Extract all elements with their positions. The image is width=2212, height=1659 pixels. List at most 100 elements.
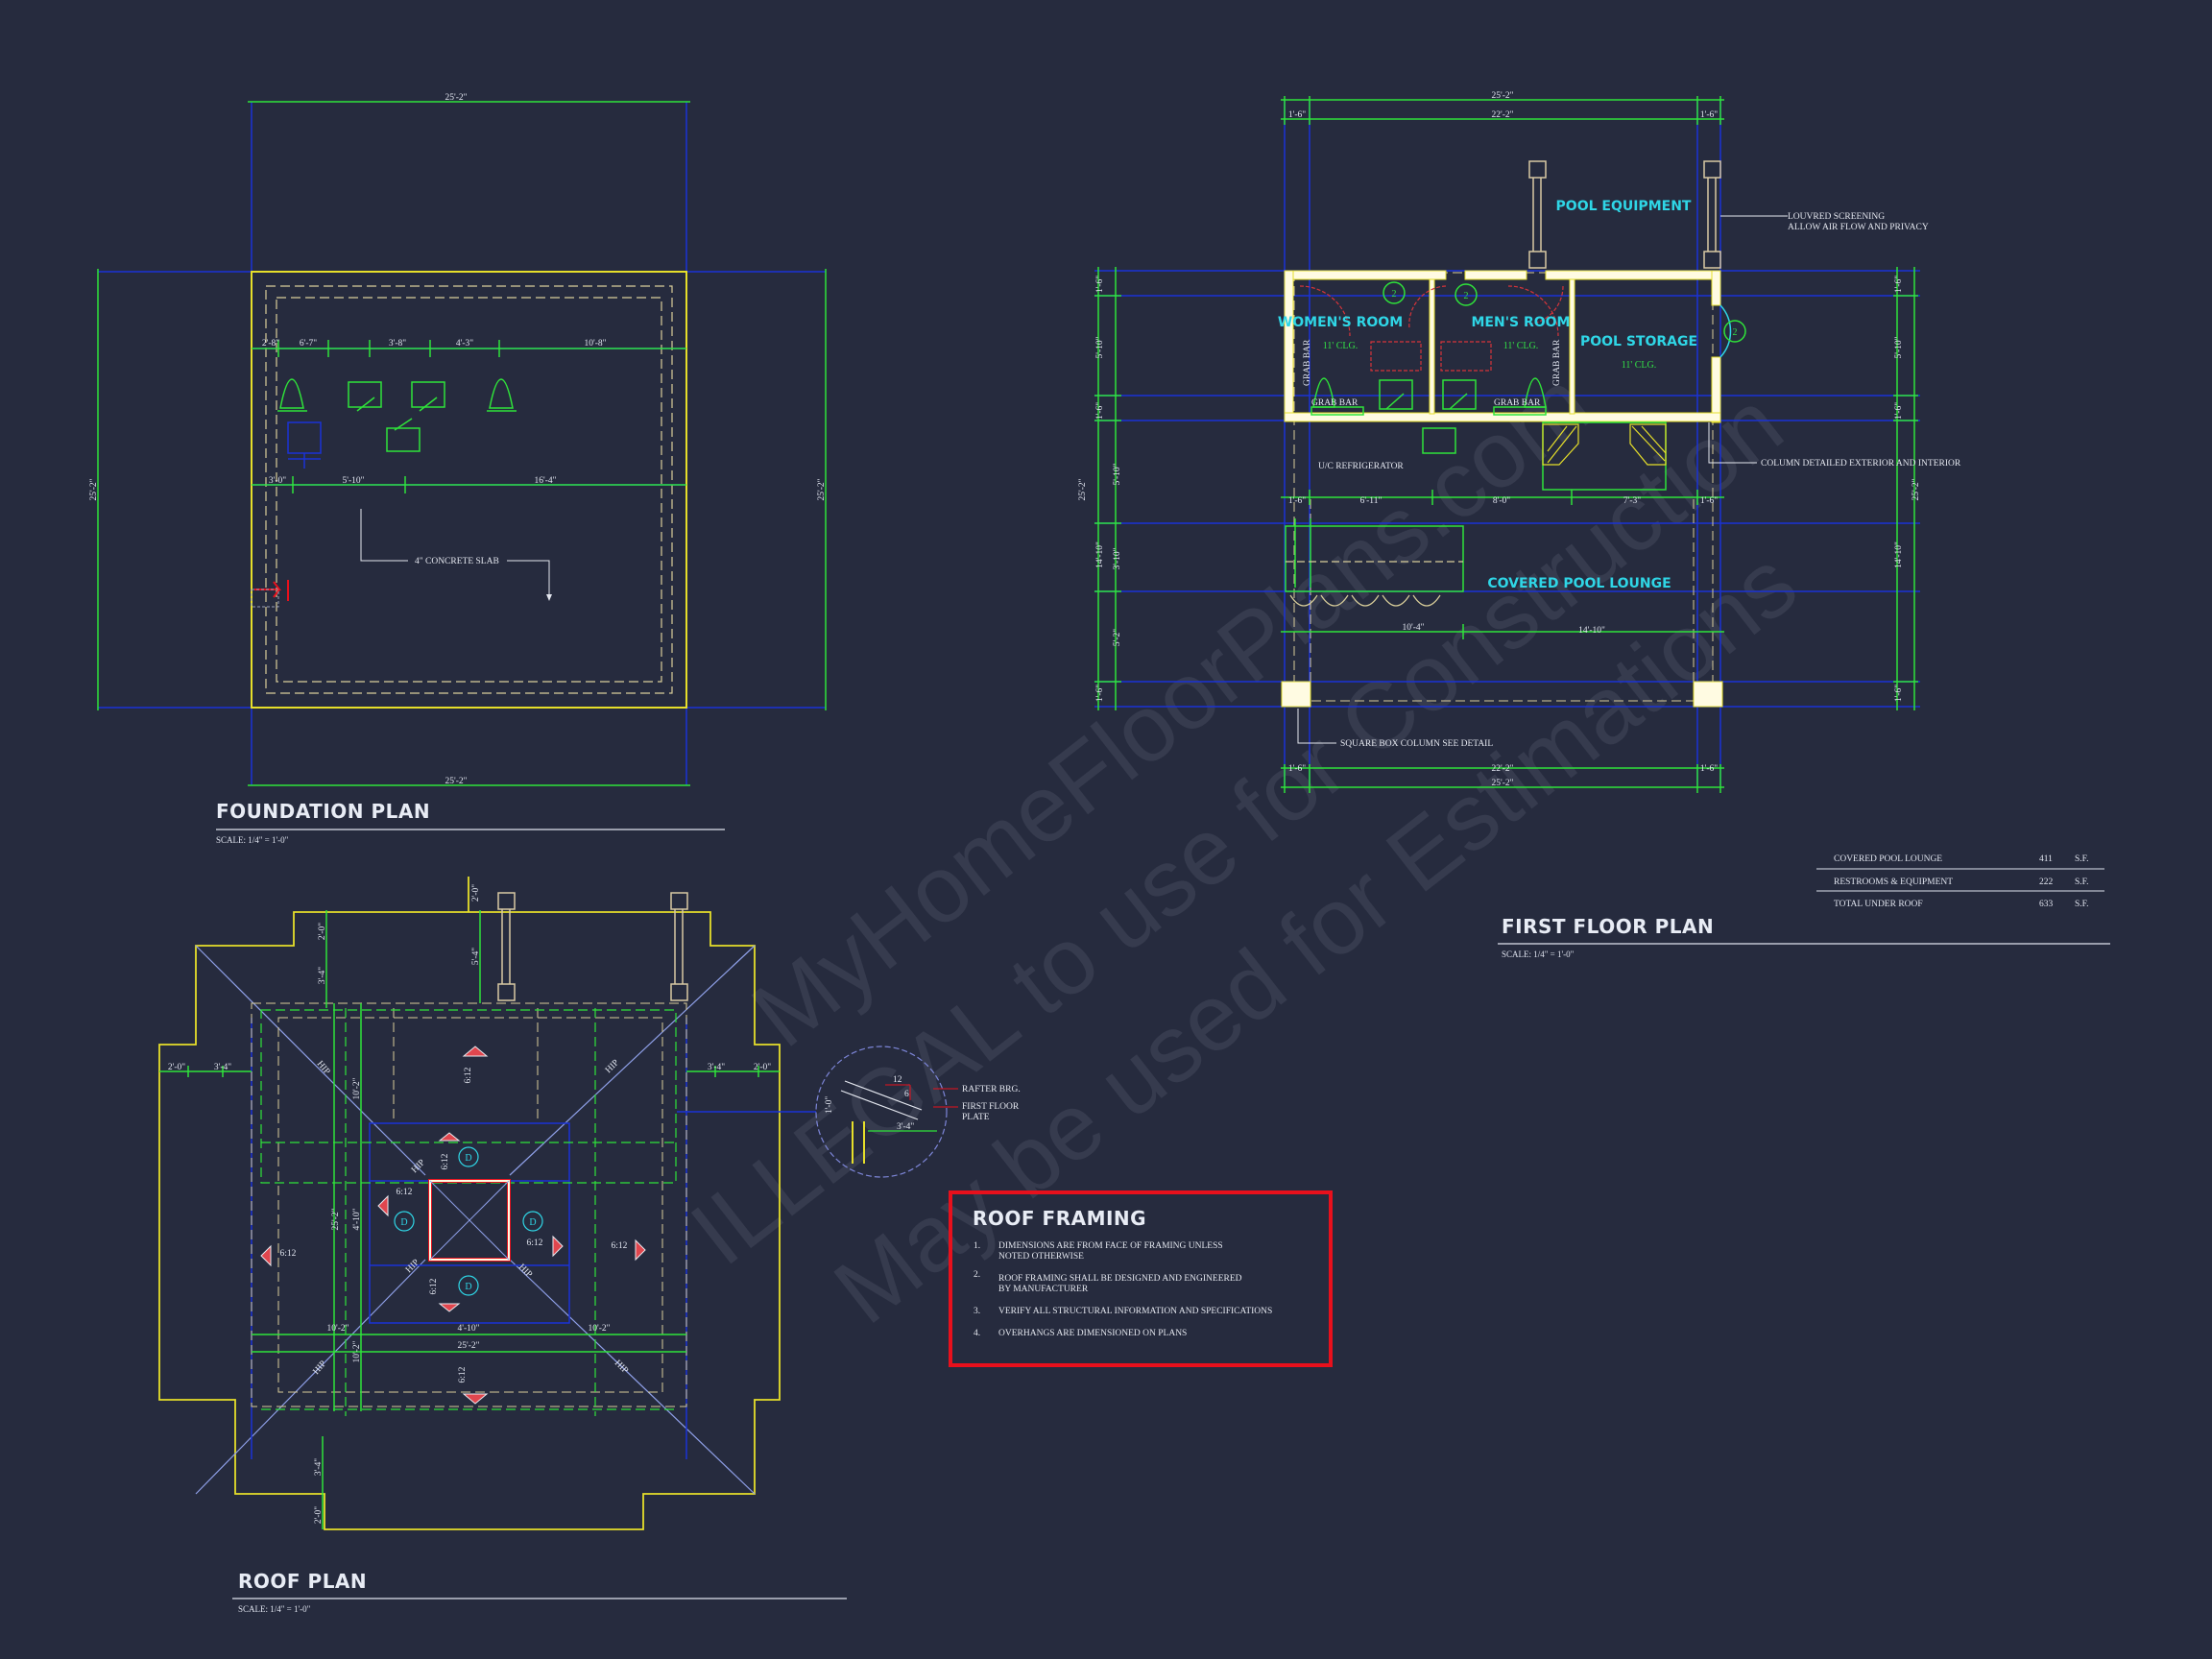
area-row-3-value: 633 bbox=[2039, 900, 2054, 909]
rp-dim-b-2: 4'-10" bbox=[457, 1324, 479, 1334]
ffp-dim-mid-2: 8'-0" bbox=[1493, 496, 1510, 506]
ffp-title: FIRST FLOOR PLAN bbox=[1502, 915, 1714, 938]
ffp-dim-r-4: 14'-10" bbox=[1894, 541, 1904, 568]
ffp-tag-2: 2 bbox=[1464, 291, 1469, 301]
ffp-dim-l-bot: 1'-6" bbox=[1095, 685, 1105, 702]
fp-dim-r1-2: 6'-7" bbox=[300, 339, 317, 349]
ffp-dim-lounge-1: 10'-4" bbox=[1402, 623, 1424, 633]
ffp-dim-bot-overall: 25'-2" bbox=[1491, 779, 1513, 788]
detail-ht: 1'-0" bbox=[825, 1096, 834, 1114]
ffp-dim-lounge-2: 14'-10" bbox=[1578, 626, 1605, 636]
ffp-tag-1: 2 bbox=[1392, 289, 1397, 300]
ffp-dim-bot-end-l: 1'-6" bbox=[1288, 764, 1306, 774]
rf-title: ROOF FRAMING bbox=[973, 1207, 1146, 1230]
ffp-dim-top-end-l: 1'-6" bbox=[1288, 110, 1306, 120]
fp-dim-r1-1: 2'-8" bbox=[262, 339, 279, 349]
rp-dim-v-4: 5'-4" bbox=[471, 948, 481, 965]
area-table: COVERED POOL LOUNGE 411 S.F. RESTROOMS &… bbox=[1816, 854, 2104, 909]
fp-dim-bottom: 25'-2" bbox=[445, 777, 467, 786]
area-row-1-label: COVERED POOL LOUNGE bbox=[1834, 854, 1942, 864]
ffp-grab-bar-1: GRAB BAR bbox=[1311, 398, 1358, 408]
rp-dim-b-1: 10'-2" bbox=[326, 1324, 349, 1334]
rp-pitch-6: 6:12 bbox=[612, 1241, 628, 1251]
detail-plate-1: FIRST FLOOR bbox=[962, 1102, 1020, 1112]
rafter-detail: 12 6 3'-4" 1'-0" RAFTER BRG. FIRST FLOOR… bbox=[815, 1046, 1021, 1178]
rp-d-tag-4: D bbox=[465, 1282, 471, 1292]
fp-dim-top: 25'-2" bbox=[445, 93, 467, 103]
rf-note-4-num: 4. bbox=[974, 1329, 980, 1338]
fp-dim-right: 25'-2" bbox=[817, 478, 827, 500]
detail-pitch-num: 12 bbox=[893, 1075, 902, 1085]
rf-note-4-line-1: OVERHANGS ARE DIMENSIONED ON PLANS bbox=[998, 1329, 1187, 1338]
rp-dim-b-4: 25'-2" bbox=[457, 1341, 479, 1351]
rp-pitch-8: 6:12 bbox=[458, 1366, 468, 1382]
area-row-3-unit: S.F. bbox=[2075, 900, 2089, 909]
ffp-dim-l-3: 1'-6" bbox=[1095, 402, 1105, 420]
rf-note-1-num: 1. bbox=[974, 1241, 980, 1251]
area-row-2-unit: S.F. bbox=[2075, 878, 2089, 887]
rf-note-1-line-1: DIMENSIONS ARE FROM FACE OF FRAMING UNLE… bbox=[998, 1241, 1223, 1251]
fp-dim-left: 25'-2" bbox=[89, 478, 99, 500]
rp-dim-v-3: 2'-0" bbox=[471, 884, 481, 902]
ffp-dim-mid-1: 6'-11" bbox=[1360, 496, 1382, 506]
ffp-dim-r-overall: 25'-2" bbox=[1911, 478, 1921, 500]
area-row-2-label: RESTROOMS & EQUIPMENT bbox=[1834, 878, 1953, 887]
ffp-column-detail: COLUMN DETAILED EXTERIOR AND INTERIOR bbox=[1761, 459, 1961, 469]
rp-dim-v-10: 2'-0" bbox=[314, 1506, 324, 1524]
rp-dim-v-8: 10'-2" bbox=[352, 1340, 362, 1362]
detail-plate-2: PLATE bbox=[962, 1113, 990, 1122]
ffp-dim-l-overall: 25'-2" bbox=[1078, 478, 1088, 500]
rp-hip-7: HIP bbox=[613, 1358, 630, 1376]
rp-dim-v-1: 2'-0" bbox=[318, 923, 327, 940]
room-pool-equipment: POOL EQUIPMENT bbox=[1556, 199, 1692, 214]
ffp-dim-mid-end-l: 1'-6" bbox=[1288, 496, 1306, 506]
room-pool-storage: POOL STORAGE bbox=[1580, 334, 1697, 349]
ffp-grab-bar-3: GRAB BAR bbox=[1303, 339, 1312, 386]
rp-dim-r-2: 2'-0" bbox=[754, 1063, 771, 1072]
fp-slab-note: 4" CONCRETE SLAB bbox=[415, 557, 499, 566]
watermark-line-1: MyHomeFloorPlans.com bbox=[733, 349, 1609, 1067]
rp-pitch-4: 6:12 bbox=[527, 1238, 543, 1248]
ffp-dim-l-4: 5'-10" bbox=[1113, 463, 1122, 485]
rp-pitch-2: 6:12 bbox=[441, 1153, 450, 1169]
fp-dim-r1-5: 10'-8" bbox=[584, 339, 606, 349]
ffp-dim-l-6: 5'-2" bbox=[1113, 629, 1122, 646]
ceiling-womens: 11' CLG. bbox=[1323, 341, 1358, 351]
ffp-dim-bot-inner: 22'-2" bbox=[1491, 764, 1513, 774]
detail-rafter: RAFTER BRG. bbox=[962, 1085, 1021, 1094]
fp-dim-r2-3: 16'-4" bbox=[534, 476, 556, 486]
rp-dim-v-7: 25'-2" bbox=[331, 1208, 341, 1230]
ffp-dim-l-5: 3'-10" bbox=[1113, 547, 1122, 569]
ffp-dim-top-end-r: 1'-6" bbox=[1700, 110, 1718, 120]
ffp-dim-mid-3: 7'-3" bbox=[1623, 496, 1641, 506]
ffp-dim-r-5: 1'-6" bbox=[1894, 685, 1904, 702]
fp-dim-r1-3: 3'-8" bbox=[389, 339, 406, 349]
area-row-1-value: 411 bbox=[2039, 854, 2053, 864]
ffp-dim-r-3: 1'-6" bbox=[1894, 402, 1904, 420]
rp-dim-b-3: 10'-2" bbox=[588, 1324, 610, 1334]
ffp-grab-bar-4: GRAB BAR bbox=[1552, 339, 1562, 386]
ffp-tag-3: 2 bbox=[1733, 327, 1738, 338]
rp-dim-v-2: 3'-4" bbox=[318, 967, 327, 984]
rp-hip-3: HIP bbox=[410, 1158, 427, 1175]
rp-hip-1: HIP bbox=[315, 1060, 332, 1077]
rp-dim-r-1: 3'-4" bbox=[708, 1063, 725, 1072]
room-mens: MEN'S ROOM bbox=[1472, 315, 1571, 330]
rp-d-tag-3: D bbox=[529, 1217, 536, 1228]
rp-title: ROOF PLAN bbox=[238, 1570, 367, 1593]
roof-framing-notes: ROOF FRAMING 1. DIMENSIONS ARE FROM FACE… bbox=[949, 1190, 1333, 1367]
rp-dim-v-6: 4'-10" bbox=[352, 1208, 362, 1230]
fp-dim-r2-1: 3'-0" bbox=[269, 476, 286, 486]
ffp-dim-mid-end-r: 1'-6" bbox=[1700, 496, 1718, 506]
ffp-uc-refrigerator: U/C REFRIGERATOR bbox=[1318, 462, 1404, 471]
rf-note-1-line-2: NOTED OTHERWISE bbox=[998, 1252, 1084, 1262]
area-row-2-value: 222 bbox=[2039, 878, 2054, 887]
fp-fixtures bbox=[277, 378, 517, 452]
ffp-dim-top-inner: 22'-2" bbox=[1491, 110, 1513, 120]
rp-pitch-5: 6:12 bbox=[280, 1249, 297, 1259]
rp-hip-4: HIP bbox=[404, 1258, 421, 1275]
room-covered-lounge: COVERED POOL LOUNGE bbox=[1487, 576, 1671, 591]
first-floor-plan: 2 2 2 bbox=[1078, 91, 2110, 959]
ffp-square-box: SQUARE BOX COLUMN SEE DETAIL bbox=[1340, 739, 1493, 749]
